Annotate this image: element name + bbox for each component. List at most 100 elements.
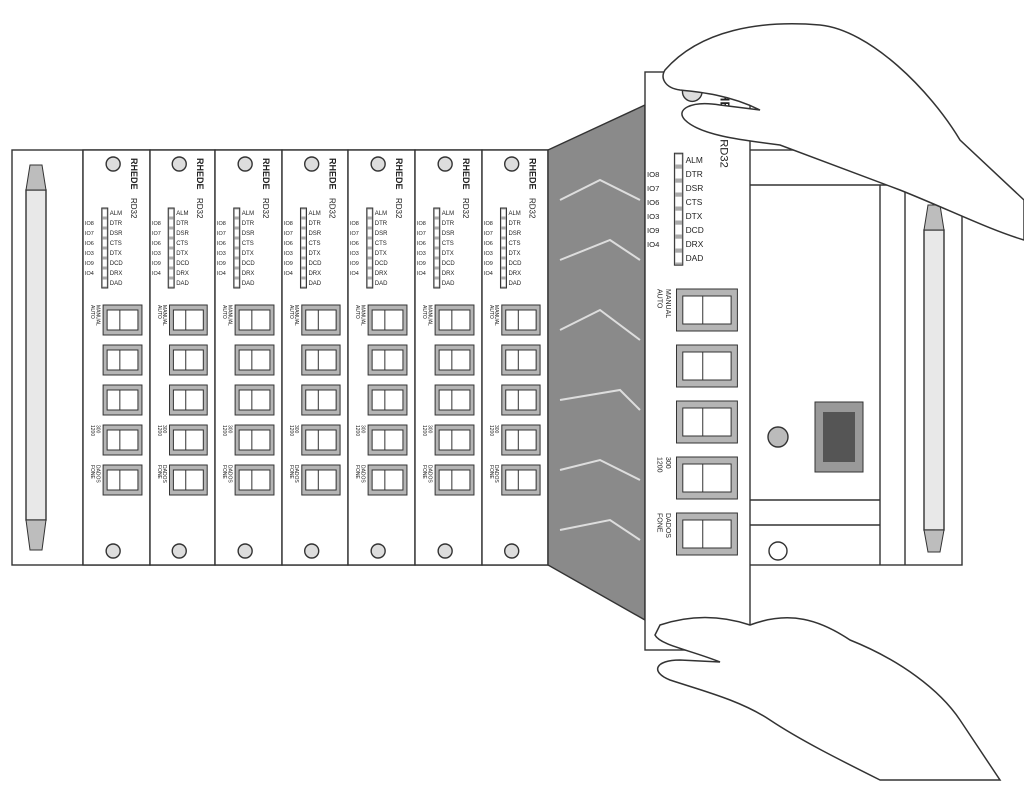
bottom-screw-icon[interactable]: [237, 543, 253, 559]
led-label: DCD: [308, 261, 322, 267]
card-model: RD32: [129, 198, 138, 219]
top-screw-icon[interactable]: [370, 156, 386, 172]
switch-label-bottom: AUTO: [354, 305, 360, 319]
switch-label-top: DADOS: [293, 465, 299, 483]
panel-screw: [768, 541, 788, 561]
bottom-hand-icon: [654, 616, 1002, 781]
led-strip: [167, 207, 175, 289]
top-screw-icon[interactable]: [504, 156, 520, 172]
top-screw-icon[interactable]: [437, 156, 453, 172]
installed-card[interactable]: RHEDERD32ALMDTRDSRCTSDTXDCDDRXDADIO8IO7I…: [481, 149, 549, 566]
pin-label: IO4: [152, 271, 161, 277]
right-handle[interactable]: [923, 204, 945, 553]
led-label: DSR: [375, 231, 388, 237]
pin-label: IO8: [85, 221, 94, 227]
led-label: DAD: [242, 281, 255, 287]
switch-label-bottom: 1200: [421, 425, 427, 436]
switch-label-top: 300: [664, 457, 671, 469]
led-label: DTR: [686, 169, 703, 179]
switch-label-bottom: 1200: [656, 457, 663, 473]
led-indicator: [169, 209, 174, 217]
led-label: DRX: [375, 271, 388, 277]
top-screw-icon[interactable]: [237, 156, 253, 172]
bottom-screw-icon[interactable]: [171, 543, 187, 559]
installed-card[interactable]: RHEDERD32ALMDTRDSRCTSDTXDCDDRXDADIO8IO7I…: [414, 149, 483, 566]
led-label: DTX: [442, 251, 454, 257]
led-label: CTS: [242, 241, 254, 247]
bottom-screw-icon[interactable]: [437, 543, 453, 559]
led-label: DTX: [375, 251, 387, 257]
led-indicator: [501, 249, 506, 257]
led-indicator: [675, 154, 682, 165]
led-strip: [673, 152, 684, 266]
led-indicator: [501, 209, 506, 217]
switch-label-top: MANUAL: [359, 305, 365, 326]
installed-card[interactable]: RHEDERD32ALMDTRDSRCTSDTXDCDDRXDADIO8IO7I…: [149, 149, 216, 566]
left-handle[interactable]: [25, 164, 47, 551]
led-indicator: [102, 279, 107, 287]
led-indicator: [367, 259, 372, 267]
led-indicator: [367, 239, 372, 247]
power-switch[interactable]: [814, 401, 864, 473]
led-indicator: [169, 249, 174, 257]
pin-label: IO8: [152, 221, 161, 227]
switch-label-top: 300: [94, 425, 100, 434]
led-label: CTS: [308, 241, 320, 247]
led-indicator: [301, 279, 306, 287]
installed-card[interactable]: RHEDERD32ALMDTRDSRCTSDTXDCDDRXDADIO8IO7I…: [281, 149, 349, 566]
card-brand: RHEDE: [528, 158, 538, 190]
led-indicator: [501, 239, 506, 247]
bottom-screw-icon[interactable]: [504, 543, 520, 559]
pin-label: IO7: [85, 231, 94, 237]
led-indicator: [434, 279, 439, 287]
extracted-card[interactable]: RHEDERD32ALMDTRDSRCTSDTXDCDDRXDADIO8IO7I…: [644, 71, 751, 651]
top-screw-icon[interactable]: [171, 156, 187, 172]
led-indicator: [675, 210, 682, 221]
led-strip: [433, 207, 441, 289]
pin-label: IO8: [417, 221, 426, 227]
circuit-board: [547, 103, 646, 622]
led-label: DAD: [375, 281, 388, 287]
bottom-screw-icon[interactable]: [105, 543, 121, 559]
led-indicator: [301, 249, 306, 257]
pin-label: IO8: [484, 221, 493, 227]
panel-knob[interactable]: [767, 426, 789, 448]
led-indicator: [301, 209, 306, 217]
led-label: DTX: [508, 251, 520, 257]
led-label: DTX: [176, 251, 188, 257]
switch-label-top: 300: [161, 425, 167, 434]
led-label: DTR: [508, 221, 521, 227]
pin-label: IO7: [350, 231, 359, 237]
led-label: DCD: [176, 261, 190, 267]
led-label: DTR: [242, 221, 255, 227]
pin-label: IO3: [417, 251, 426, 257]
switch-label-top: DADOS: [226, 465, 232, 483]
pin-label: IO8: [647, 170, 659, 179]
pin-label: IO3: [484, 251, 493, 257]
led-label: DRX: [442, 271, 455, 277]
led-label: ALM: [686, 155, 703, 165]
bottom-screw-icon[interactable]: [304, 543, 320, 559]
pin-label: IO6: [85, 241, 94, 247]
top-screw-icon[interactable]: [105, 156, 121, 172]
led-indicator: [675, 168, 682, 179]
switch-label-top: MANUAL: [664, 289, 671, 318]
pin-label: IO6: [284, 241, 293, 247]
pin-label: IO7: [484, 231, 493, 237]
led-label: DSR: [442, 231, 455, 237]
pin-label: IO9: [647, 226, 659, 235]
led-indicator: [169, 269, 174, 277]
installed-card[interactable]: RHEDERD32ALMDTRDSRCTSDTXDCDDRXDADIO8IO7I…: [214, 149, 283, 566]
switch-label-top: MANUAL: [426, 305, 432, 326]
bottom-screw-icon[interactable]: [370, 543, 386, 559]
switch-label-top: 300: [226, 425, 232, 434]
pin-label: IO4: [284, 271, 293, 277]
led-indicator: [501, 259, 506, 267]
led-label: DTR: [110, 221, 123, 227]
led-indicator: [169, 239, 174, 247]
led-indicator: [234, 229, 239, 237]
installed-card[interactable]: RHEDERD32ALMDTRDSRCTSDTXDCDDRXDADIO8IO7I…: [82, 149, 151, 566]
installed-card[interactable]: RHEDERD32ALMDTRDSRCTSDTXDCDDRXDADIO8IO7I…: [347, 149, 416, 566]
top-screw-icon[interactable]: [304, 156, 320, 172]
switch-label-bottom: AUTO: [89, 305, 95, 319]
